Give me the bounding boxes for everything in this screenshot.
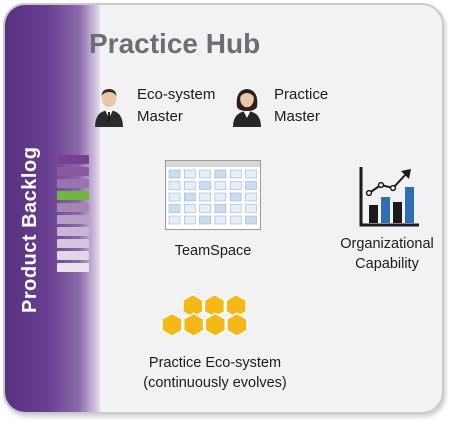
backlog-item (57, 227, 89, 236)
board-card (168, 169, 181, 179)
female-avatar-icon (233, 89, 261, 127)
organizational-capability-label: Organizational Capability (323, 234, 442, 274)
board-card (184, 204, 196, 213)
board-card (245, 215, 257, 225)
board-card (168, 181, 181, 190)
backlog-item (57, 251, 89, 260)
practice-master-role: Practice Master (274, 84, 328, 128)
backlog-item (57, 215, 89, 224)
board-card (199, 169, 211, 179)
ecosystem-line1: Practice Eco-system (148, 355, 282, 371)
ecosystem-master-role: Eco-system Master (137, 84, 215, 128)
page-title: Practice Hub (89, 28, 261, 59)
ecosystem-line2: (continuously evolves) (143, 375, 287, 391)
backlog-item (57, 155, 89, 164)
honeycomb-icon (161, 293, 248, 338)
ecosystem-master-line2: Master (137, 108, 183, 125)
board-card (245, 192, 257, 202)
diagram-frame: Product Backlog Practice Hub Eco-system … (3, 3, 444, 414)
capability-line2: Capability (355, 256, 419, 272)
board-card (184, 169, 196, 179)
kanban-board-icon (165, 160, 261, 230)
board-card (168, 215, 181, 225)
board-card (214, 192, 227, 202)
board-card (199, 181, 211, 190)
hex-cell (226, 312, 248, 338)
board-card (214, 204, 227, 213)
backlog-item (57, 191, 89, 200)
product-backlog-label: Product Backlog (19, 146, 41, 313)
board-card (245, 204, 257, 213)
board-card (229, 181, 242, 190)
backlog-stack (57, 155, 93, 275)
hex-cell (182, 312, 205, 338)
board-card (229, 192, 242, 202)
board-card (199, 204, 211, 213)
board-card (184, 181, 196, 190)
hex-cells (161, 293, 248, 338)
board-card (229, 215, 242, 225)
growth-chart-icon (359, 167, 419, 227)
board-card (214, 181, 227, 190)
backlog-item (57, 263, 89, 272)
board-cards (168, 169, 257, 225)
board-card (199, 192, 211, 202)
board-card (168, 192, 181, 202)
practice-master-line2: Master (274, 108, 320, 125)
board-card (245, 181, 257, 190)
board-card (184, 215, 196, 225)
hex-cell (204, 312, 227, 338)
practice-master-line1: Practice (274, 86, 329, 103)
board-card (168, 204, 181, 213)
backlog-item (57, 179, 89, 188)
board-card (214, 215, 227, 225)
board-card (184, 192, 196, 202)
hex-cell (161, 312, 183, 338)
teamspace-label: TeamSpace (174, 243, 252, 259)
board-card (214, 169, 227, 179)
board-card (245, 169, 257, 179)
board-card (229, 169, 242, 179)
male-avatar-icon (95, 89, 123, 127)
ecosystem-master-line1: Eco-system (137, 86, 216, 103)
backlog-item (57, 203, 89, 212)
practice-ecosystem-label: Practice Eco-system (continuously evolve… (115, 353, 315, 393)
product-backlog-sidebar: Product Backlog (5, 5, 100, 412)
backlog-item (57, 239, 89, 248)
board-card (199, 215, 211, 225)
backlog-item (57, 167, 89, 176)
capability-line1: Organizational (340, 236, 434, 252)
board-card (229, 204, 242, 213)
